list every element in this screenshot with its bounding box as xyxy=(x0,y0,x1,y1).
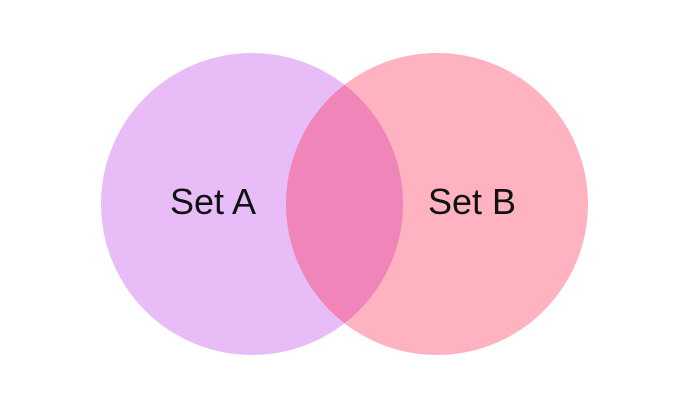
set-b-label: Set B xyxy=(428,181,516,222)
set-a-label: Set A xyxy=(170,181,256,222)
intersection-region xyxy=(286,53,403,355)
